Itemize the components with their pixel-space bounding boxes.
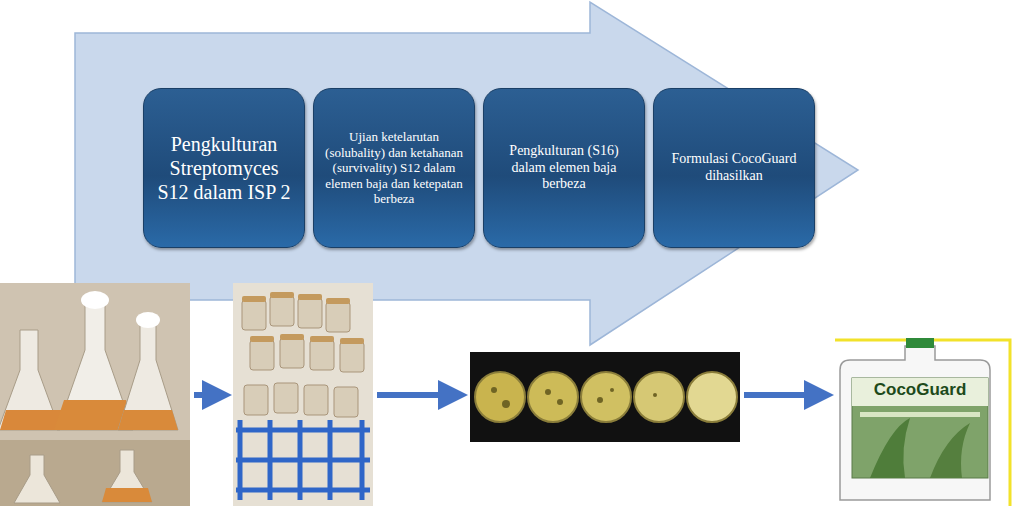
process-box: Pengkulturan Streptomyces S12 dalam ISP … bbox=[143, 88, 305, 248]
product-label: CocoGuard bbox=[852, 380, 988, 400]
process-box: Formulasi CocoGuard dihasilkan bbox=[653, 88, 815, 248]
step-text: Ujian ketelarutan (solubality) dan ketah… bbox=[324, 129, 464, 207]
flask-photo bbox=[0, 283, 190, 506]
process-box: Ujian ketelarutan (solubality) dan ketah… bbox=[313, 88, 475, 248]
step-text: Formulasi CocoGuard dihasilkan bbox=[664, 151, 804, 185]
culture-plates-photo bbox=[470, 352, 740, 442]
photo-arrow bbox=[194, 392, 828, 398]
step-text: Pengkulturan (S16) dalam elemen baja ber… bbox=[494, 143, 634, 193]
jar-rack-photo bbox=[233, 283, 373, 506]
flow-arrow bbox=[75, 2, 858, 345]
product-jug-photo bbox=[835, 338, 1010, 506]
step-text: Pengkulturan Streptomyces S12 dalam ISP … bbox=[154, 132, 294, 204]
process-box: Pengkulturan (S16) dalam elemen baja ber… bbox=[483, 88, 645, 248]
